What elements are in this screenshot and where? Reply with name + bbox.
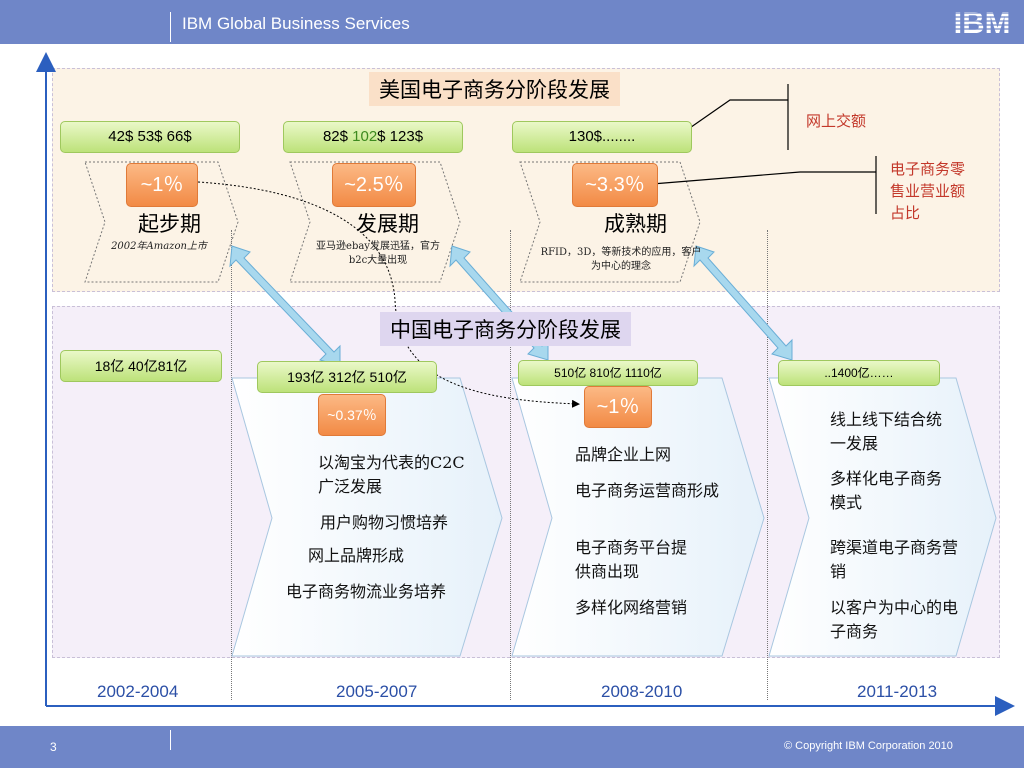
cn-stage-item: 以客户为中心的电子商务 [830, 598, 959, 641]
header-title: IBM Global Business Services [182, 14, 410, 33]
cn-stage-item: 以淘宝为代表的C2C广泛发展 [318, 453, 465, 496]
us-chevron-3 [519, 161, 701, 283]
us-sales-value: 82$ [322, 128, 353, 145]
period-separator [510, 230, 511, 700]
year-label: 2002-2004 [97, 682, 179, 701]
legend-share-label: 电子商务零售业营业额占比 [890, 160, 966, 222]
us-stage-name: 发展期 [356, 212, 419, 236]
legend-line-share [651, 171, 876, 185]
year-label: 2008-2010 [601, 682, 683, 701]
dotted-connector [197, 181, 580, 408]
footer-separator [170, 730, 171, 750]
us-stage-name: 起步期 [138, 212, 201, 236]
cn-sales-box: 193亿 312亿 510亿 [257, 361, 437, 393]
cn-stage-item: 跨渠道电子商务营销 [830, 538, 959, 581]
us-section-title: 美国电子商务分阶段发展 [369, 72, 620, 106]
us-stage-note: 2002年Amazon上市 [111, 241, 207, 252]
us-sales-box: 42$ 53$ 66$ [60, 121, 240, 153]
period-separator [767, 230, 768, 700]
cn-stage-item: 电子商务平台提供商出现 [575, 538, 688, 581]
us-sales-highlight: 102 [352, 128, 378, 145]
period-separator [231, 230, 232, 700]
cn-chevron-4 [768, 377, 997, 657]
us-share-box: ~2.5％ [332, 163, 416, 207]
year-label: 2011-2013 [857, 682, 938, 701]
us-share-box: ~1％ [126, 163, 198, 207]
us-chevron-2 [289, 161, 461, 283]
cn-stage-item: 多样化电子商务模式 [830, 469, 943, 512]
cn-stage-item: 多样化网络营销 [575, 598, 688, 617]
cn-stage-item: 用户购物习惯培养 [320, 513, 449, 532]
us-stage-note: 亚马逊ebay发展迅猛，官方b2c大量出现 [316, 241, 440, 266]
page-number: 3 [50, 740, 57, 754]
cn-stage-item: 电子商务运营商形成 [575, 481, 720, 500]
year-label: 2005-2007 [336, 682, 418, 701]
cn-stage-item: 电子商务物流业务培养 [286, 582, 447, 601]
cn-chevron-2 [231, 377, 503, 657]
us-sales-value: $ 123$ [377, 128, 424, 145]
copyright: © Copyright IBM Corporation 2010 [784, 740, 953, 752]
us-stage-name: 成熟期 [604, 212, 667, 236]
us-stage-note: RFID，3D，等新技术的应用，客户为中心的理念 [540, 247, 702, 272]
us-chevron-1 [84, 161, 239, 283]
cn-stage-item: 网上品牌形成 [308, 546, 405, 565]
header-separator [170, 12, 171, 42]
us-sales-box: 82$ 102$ 123$ [283, 121, 463, 153]
cn-share-box: ~0.37％ [318, 394, 386, 436]
legend-sales-label: 网上交额 [806, 112, 867, 130]
legend-line-sales [683, 99, 788, 133]
cn-chevron-3 [511, 377, 765, 657]
cn-stage-item: 品牌企业上网 [575, 445, 672, 464]
ibm-logo-text: IBM [954, 6, 1011, 38]
cn-sales-box: ..1400亿…… [778, 360, 940, 386]
us-sales-box: 130$........ [512, 121, 692, 153]
cn-sales-box: 18亿 40亿81亿 [60, 350, 222, 382]
cn-section-title: 中国电子商务分阶段发展 [380, 312, 631, 346]
cn-share-box: ~1％ [584, 386, 652, 428]
ibm-logo: IBM [947, 6, 1017, 38]
us-share-box: ~3.3％ [572, 163, 658, 207]
cn-sales-box: 510亿 810亿 1110亿 [518, 360, 698, 386]
cn-stage-item: 线上线下结合统一发展 [830, 410, 943, 453]
